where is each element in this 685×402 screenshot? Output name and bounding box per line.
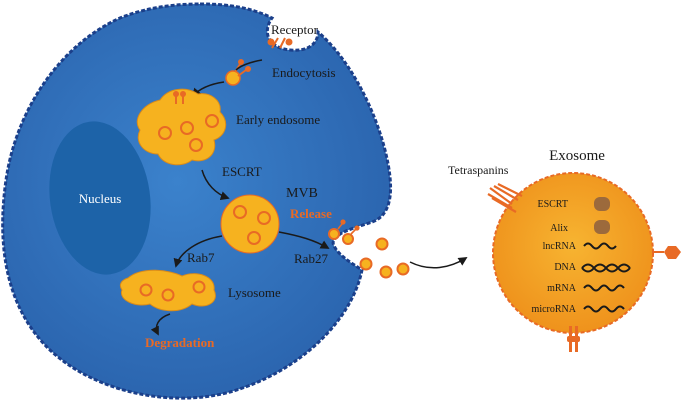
exosome-title: Exosome bbox=[549, 148, 605, 164]
tetraspanin-icon bbox=[487, 183, 523, 213]
cell-membrane bbox=[1, 2, 393, 400]
lysosome-label: Lysosome bbox=[228, 285, 281, 300]
arrow-to-mvb bbox=[201, 169, 230, 200]
exosome: Exosome Tetraspanins ESCRT Alix lncRNA D… bbox=[448, 148, 681, 352]
receptor-icon bbox=[267, 37, 293, 49]
lncrna-icon bbox=[583, 242, 617, 250]
arrow-to-exosome bbox=[409, 257, 468, 269]
early-endosome-label: Early endosome bbox=[236, 112, 320, 127]
cell: Nucleus Receptor Endocytosis bbox=[1, 2, 393, 400]
mvb bbox=[220, 194, 280, 254]
mrna-icon bbox=[583, 284, 625, 292]
escrt-protein-icon bbox=[594, 197, 610, 211]
nucleus-label: Nucleus bbox=[79, 191, 122, 206]
tetraspanins-label: Tetraspanins bbox=[448, 163, 509, 177]
mrna-label: mRNA bbox=[547, 283, 577, 294]
escrt-label: ESCRT bbox=[222, 164, 262, 179]
escrt-protein-label: ESCRT bbox=[537, 199, 568, 210]
lysosome bbox=[119, 269, 216, 312]
degradation-label: Degradation bbox=[145, 335, 215, 350]
microrna-icon bbox=[583, 305, 625, 313]
nucleus bbox=[49, 121, 151, 275]
dna-icon bbox=[581, 263, 631, 273]
released-exosomes bbox=[328, 219, 410, 279]
alix-protein-icon bbox=[594, 220, 610, 234]
rab7-arrow bbox=[173, 235, 223, 268]
mvb-label: MVB bbox=[286, 186, 318, 201]
receptor-label: Receptor bbox=[271, 22, 319, 37]
endocytosis-label: Endocytosis bbox=[272, 65, 336, 80]
dna-label: DNA bbox=[554, 262, 576, 273]
microrna-label: microRNA bbox=[532, 304, 577, 315]
lncrna-label: lncRNA bbox=[543, 241, 577, 252]
endocytosis-arrow bbox=[235, 59, 263, 71]
early-endosome bbox=[136, 88, 227, 166]
degradation-arrow bbox=[150, 313, 171, 336]
rab7-label: Rab7 bbox=[187, 250, 215, 265]
endosome-receptor-icon bbox=[173, 91, 186, 104]
rab27-arrow bbox=[278, 231, 330, 249]
hexagon-ligand-icon bbox=[664, 246, 681, 259]
alix-protein-label: Alix bbox=[550, 223, 568, 234]
transmembrane-protein-icon bbox=[567, 326, 580, 352]
rab27-label: Rab27 bbox=[294, 251, 328, 266]
release-label: Release bbox=[290, 206, 332, 221]
released-receptor-icon bbox=[337, 219, 360, 235]
